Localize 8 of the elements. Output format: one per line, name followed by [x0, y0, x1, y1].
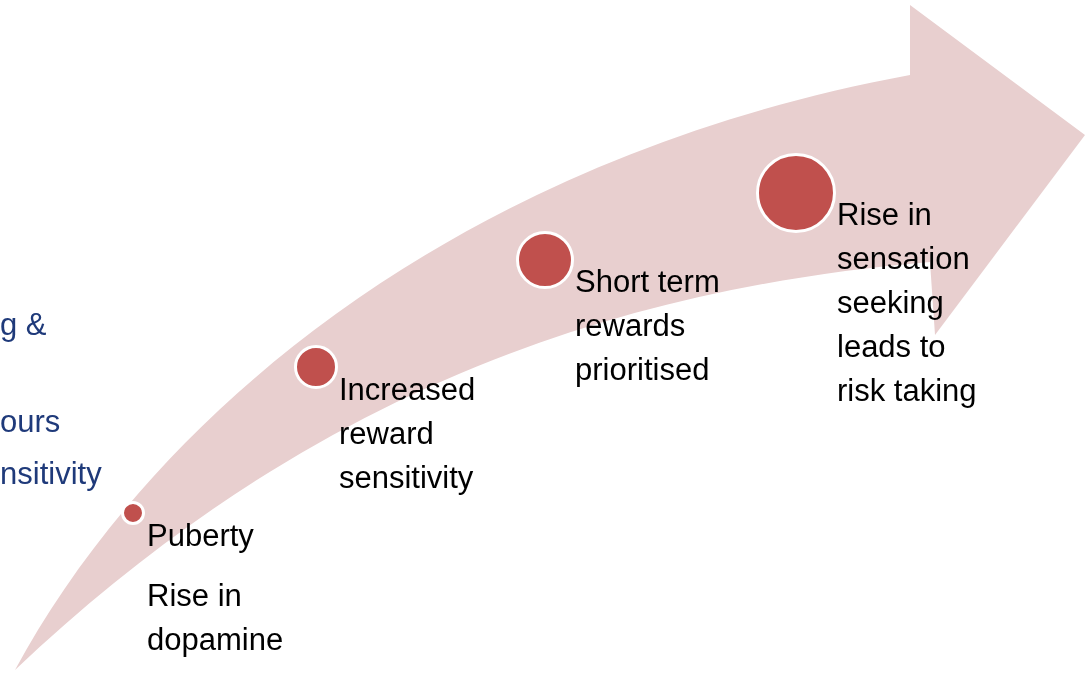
cut-off-text: ours [0, 403, 61, 441]
cut-off-text: nsitivity [0, 455, 102, 493]
stage-text: Short term rewards prioritised [575, 263, 721, 389]
cut-off-text: g & [0, 306, 47, 344]
stage-text: Increased reward sensitivity [339, 371, 477, 497]
stage-text: Rise in sensation seeking leads to risk taking [837, 196, 978, 410]
stage-text: Puberty [147, 517, 255, 555]
stage-text: Rise in dopamine [147, 577, 285, 659]
